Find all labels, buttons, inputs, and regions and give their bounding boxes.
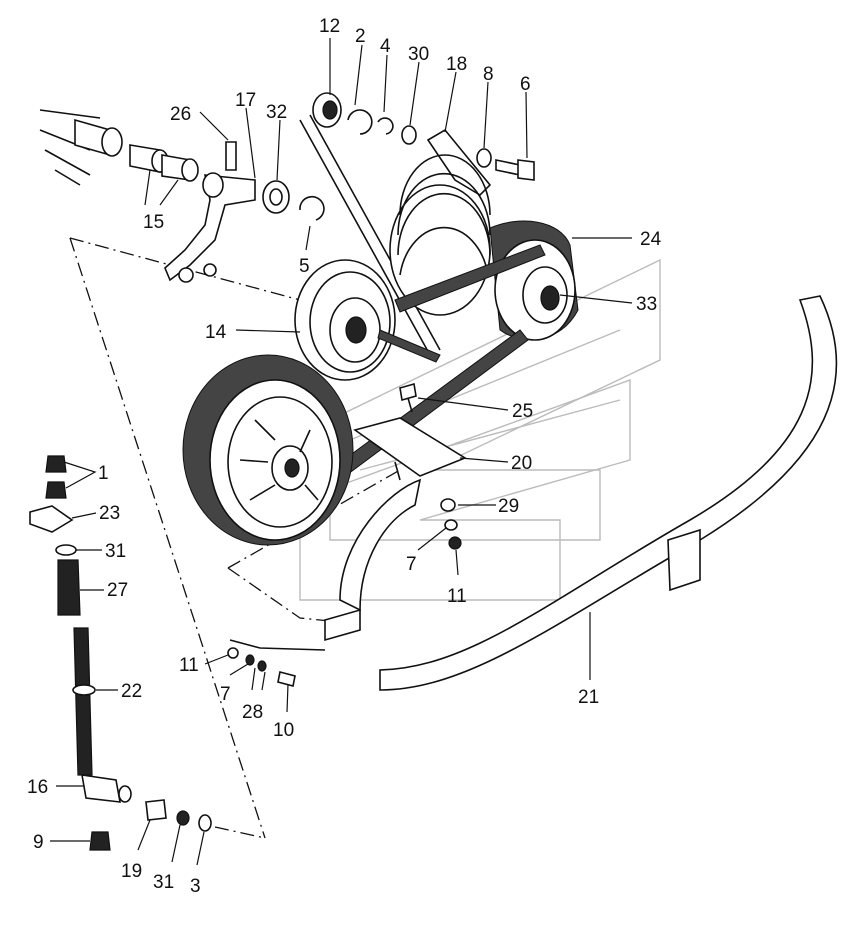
label-18: 18 [446, 54, 467, 75]
pulley-lower [182, 354, 354, 546]
label-1: 1 [98, 463, 109, 484]
label-7-right: 7 [406, 554, 417, 575]
label-5: 5 [299, 256, 310, 277]
label-15: 15 [143, 212, 164, 233]
label-33: 33 [636, 294, 657, 315]
label-9: 9 [33, 832, 44, 853]
label-4: 4 [380, 36, 391, 57]
label-20: 20 [511, 453, 532, 474]
label-11-left: 11 [179, 655, 199, 676]
label-11-right: 11 [447, 586, 467, 607]
label-14: 14 [205, 322, 227, 343]
label-32: 32 [266, 102, 287, 123]
top-small-parts [299, 92, 535, 356]
label-8: 8 [483, 64, 494, 85]
label-3: 3 [190, 876, 201, 897]
part-labels: 12 2 4 30 18 8 6 26 17 32 15 5 14 24 33 … [27, 16, 662, 897]
label-26: 26 [170, 104, 191, 125]
label-2: 2 [355, 26, 366, 47]
belt-guard [324, 295, 838, 691]
label-28: 28 [242, 702, 263, 723]
label-7-left: 7 [220, 684, 231, 705]
label-31-bottom: 31 [153, 872, 174, 893]
tension-rod [29, 455, 212, 851]
label-31-top: 31 [105, 541, 126, 562]
label-17: 17 [235, 90, 256, 111]
label-10: 10 [273, 720, 294, 741]
label-12: 12 [319, 16, 340, 37]
label-24: 24 [640, 229, 662, 250]
label-19: 19 [121, 861, 142, 882]
label-6: 6 [520, 74, 531, 95]
pulley-middle [294, 259, 396, 381]
label-30: 30 [408, 44, 429, 65]
label-27: 27 [107, 580, 128, 601]
label-23: 23 [99, 503, 120, 524]
shaft-assembly [39, 109, 325, 283]
leader-lines [50, 38, 633, 866]
label-29: 29 [498, 496, 519, 517]
label-16: 16 [27, 777, 48, 798]
lower-fasteners [227, 639, 326, 687]
label-21: 21 [578, 687, 599, 708]
label-22: 22 [121, 681, 142, 702]
label-25: 25 [512, 401, 533, 422]
